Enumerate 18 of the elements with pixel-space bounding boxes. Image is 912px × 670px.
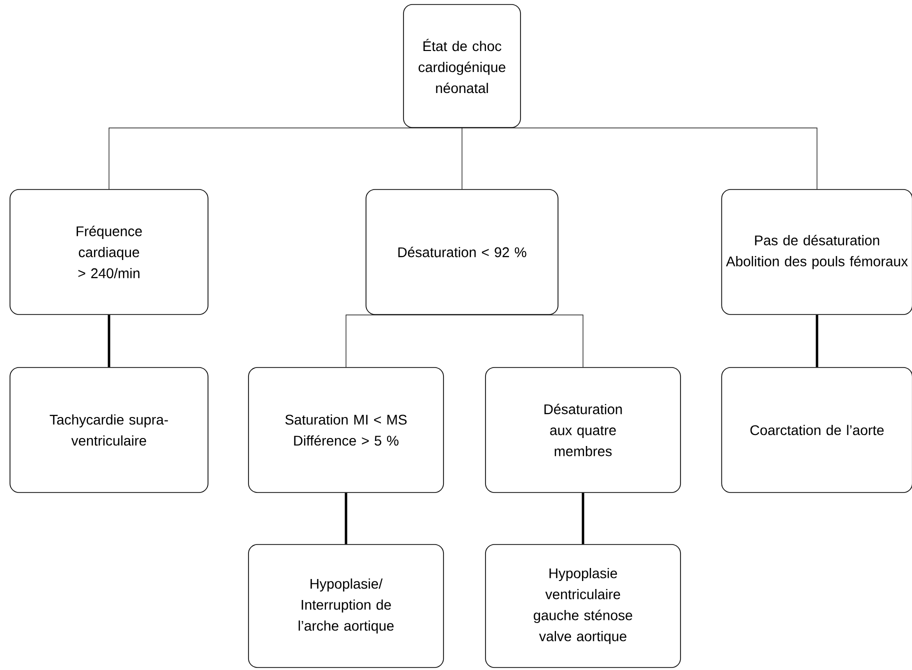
connector-line [344,492,348,544]
process-box: Saturation MI < MS Différence > 5 % [248,367,444,493]
connector-line [462,128,818,190]
process-box: Pas de désaturation Abolition des pouls fémoraux [721,189,912,315]
process-box: État de choc cardiogénique néonatal [403,4,521,128]
connector-line [108,128,462,190]
process-box: Hypoplasie ventriculaire gauche sténose valve aortique [485,544,681,668]
connector-line [346,314,462,368]
connector-line [816,314,818,368]
process-box: Coarctation de l’aorte [721,367,912,493]
connector-line [582,492,584,544]
process-box: Fréquence cardiaque > 240/min [10,189,208,315]
connector-line [108,314,110,368]
connector-line [462,314,584,368]
process-box: Hypoplasie/ Interruption de l’arche aortique [248,544,444,668]
process-box: Tachycardie supra-ventriculaire [10,367,208,493]
process-box: Désaturation aux quatre membres [485,367,681,493]
process-box: Désaturation < 92 % [366,189,558,315]
